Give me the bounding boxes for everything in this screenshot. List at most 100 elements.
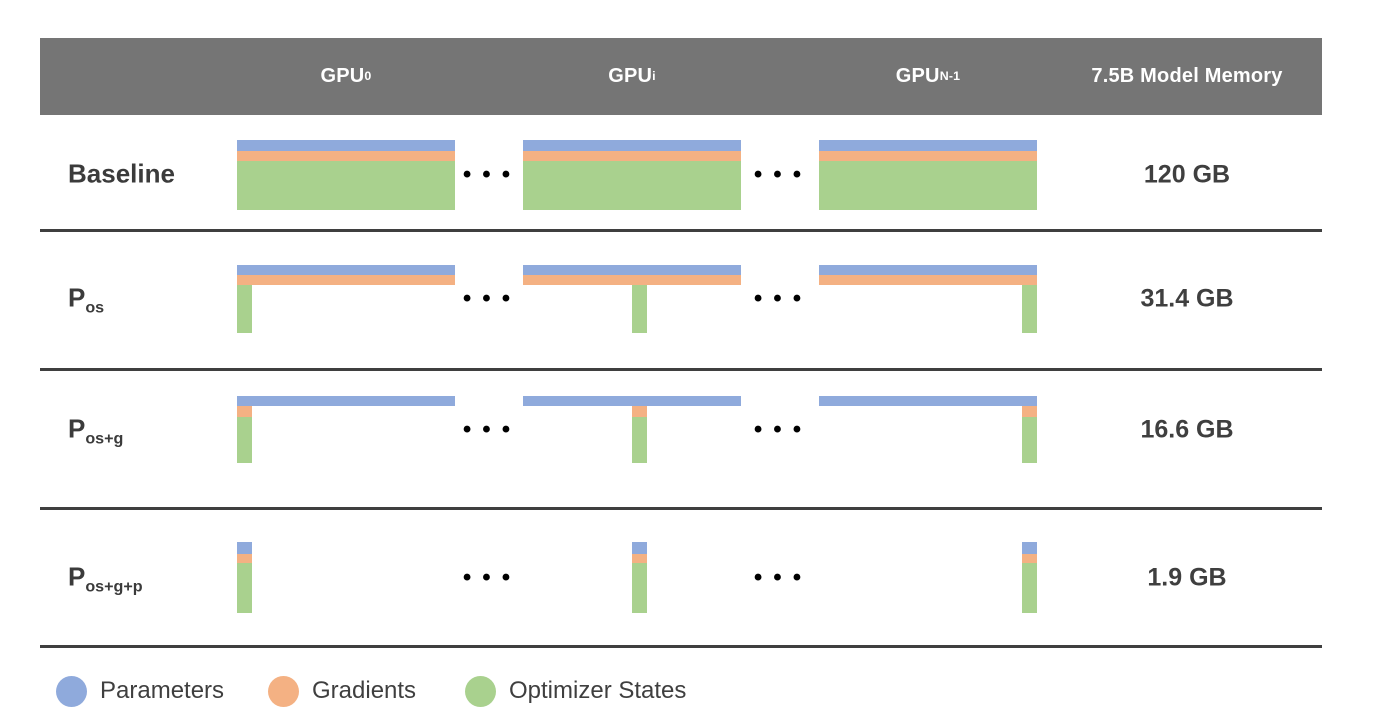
optimizer-states-sliver-segment <box>632 563 647 613</box>
legend-label: Optimizer States <box>509 677 687 704</box>
optimizer-states-sliver-segment <box>1022 285 1037 333</box>
gpu-cell-1 <box>523 396 741 463</box>
table-row-p-os-g: Pos+g ••• ••• 16.6 GB <box>0 370 1390 507</box>
partition-sliver <box>632 406 647 463</box>
header-gpu-n-1-label: GPU <box>895 65 940 87</box>
parameters-strip <box>237 140 455 151</box>
parameters-strip <box>237 396 455 406</box>
memory-value: 31.4 GB <box>1140 284 1234 313</box>
parameters-strip <box>523 140 741 151</box>
gpu-cell-0 <box>237 265 455 333</box>
header-gpu-n-1-subscript: N-1 <box>939 69 961 84</box>
gpu-cell-2 <box>819 265 1037 333</box>
row-label: Pos <box>68 282 104 315</box>
partition-sliver <box>237 406 252 463</box>
gradients-sliver-segment <box>237 554 252 563</box>
partition-sliver <box>1022 285 1037 333</box>
legend-item-gradients: Gradients <box>268 672 416 710</box>
gradients-strip <box>819 151 1037 161</box>
row-separator <box>40 368 1322 371</box>
partition-sliver <box>237 542 252 613</box>
parameters-sliver-segment <box>1022 542 1037 554</box>
partition-sliver <box>1022 542 1037 613</box>
parameters-strip <box>523 265 741 275</box>
header-gpu-i-subscript: i <box>652 69 656 84</box>
optimizer-states-sliver-segment <box>237 563 252 613</box>
optimizer-states-sliver-segment <box>632 285 647 333</box>
gradients-strip <box>819 275 1037 285</box>
parameters-strip <box>819 140 1037 151</box>
ellipsis-dots: ••• <box>753 285 813 312</box>
table-row-p-os-g-p: Pos+g+p ••• ••• 1.9 GB <box>0 509 1390 645</box>
row-label: Pos+g <box>68 413 123 446</box>
row-label-subscript: os <box>85 298 105 317</box>
header-gpu-i-label: GPU <box>608 65 653 87</box>
gpu-cell-0 <box>237 396 455 463</box>
legend-item-optimizer-states: Optimizer States <box>465 672 686 710</box>
row-separator <box>40 645 1322 648</box>
partition-sliver <box>632 542 647 613</box>
ellipsis-dots: ••• <box>462 161 522 188</box>
ellipsis-dots: ••• <box>462 415 522 443</box>
optimizer-states-sliver-segment <box>1022 417 1037 463</box>
partition-sliver <box>1022 406 1037 463</box>
optimizer-states-sliver-segment <box>1022 563 1037 613</box>
gpu-cell-2 <box>819 542 1037 613</box>
gradients-sliver-segment <box>1022 406 1037 417</box>
gradients-strip <box>523 151 741 161</box>
gradients-strip <box>237 151 455 161</box>
parameters-strip <box>523 396 741 406</box>
gradients-sliver-segment <box>632 554 647 563</box>
gradients-sliver-segment <box>1022 554 1037 563</box>
header-memory-column: 7.5B Model Memory <box>1047 38 1327 115</box>
gradients-strip <box>237 275 455 285</box>
optimizer-states-sliver-segment <box>237 285 252 333</box>
memory-value: 120 GB <box>1143 160 1231 189</box>
parameters-strip <box>819 396 1037 406</box>
gradients-swatch-icon <box>268 675 299 707</box>
ellipsis-dots: ••• <box>753 563 813 591</box>
row-label-base: P <box>68 282 86 313</box>
memory-value: 1.9 GB <box>1147 563 1227 591</box>
parameters-sliver-segment <box>237 542 252 554</box>
header-gpu-0-subscript: 0 <box>364 69 372 84</box>
ellipsis-dots: ••• <box>753 161 813 188</box>
partition-sliver <box>632 285 647 333</box>
gpu-cell-0 <box>237 542 455 613</box>
row-label: Baseline <box>68 158 175 191</box>
legend-label: Gradients <box>312 677 417 704</box>
optimizer-states-sliver-segment <box>237 417 252 463</box>
header-memory-label: 7.5B Model Memory <box>1091 65 1283 87</box>
row-label-subscript: os+g <box>85 429 124 447</box>
optimizer-states-strip <box>819 161 1037 210</box>
parameters-swatch-icon <box>56 675 87 707</box>
ellipsis-dots: ••• <box>462 563 522 591</box>
partition-sliver <box>237 285 252 333</box>
parameters-sliver-segment <box>632 542 647 554</box>
gpu-cell-1 <box>523 265 741 333</box>
row-label-base: P <box>68 560 86 591</box>
row-separator <box>40 229 1322 232</box>
gradients-strip <box>523 275 741 285</box>
table-row-baseline: Baseline ••• ••• 120 GB <box>0 115 1390 229</box>
gpu-cell-2 <box>819 396 1037 463</box>
ellipsis-dots: ••• <box>753 415 813 443</box>
legend-item-parameters: Parameters <box>56 672 224 710</box>
gradients-sliver-segment <box>237 406 252 417</box>
legend-label: Parameters <box>100 677 225 704</box>
parameters-strip <box>237 265 455 275</box>
row-label-base: P <box>68 412 86 443</box>
gpu-cell-1 <box>523 542 741 613</box>
table-row-p-os: Pos••••••31.4 GB <box>0 231 1390 368</box>
row-label-subscript: os+g+p <box>85 577 143 595</box>
gradients-sliver-segment <box>632 406 647 417</box>
row-label: Pos+g+p <box>68 561 143 594</box>
gpu-cell-0 <box>237 140 455 210</box>
header-gpu-0-label: GPU <box>320 65 365 87</box>
row-separator <box>40 507 1322 510</box>
memory-value: 16.6 GB <box>1140 415 1234 443</box>
